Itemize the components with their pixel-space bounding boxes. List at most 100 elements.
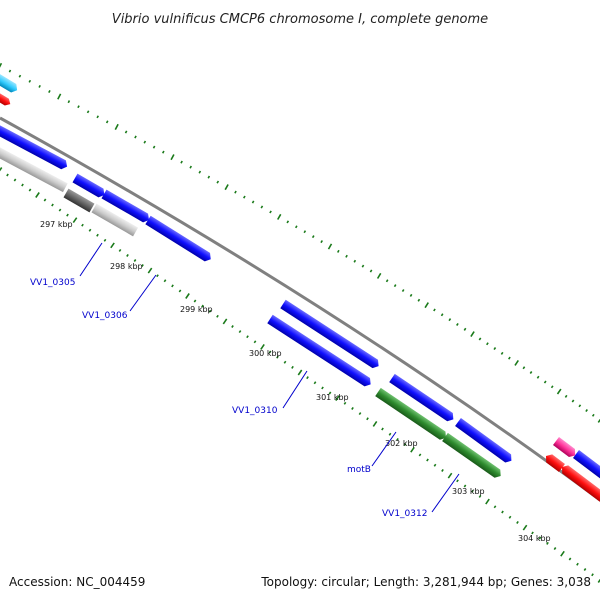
gene-label-vv1-0305[interactable]: VV1_0305 xyxy=(30,278,75,288)
tick-mark xyxy=(193,299,197,303)
tick-mark xyxy=(216,314,219,318)
tick-mark xyxy=(283,360,287,364)
leader-line xyxy=(129,274,157,312)
tick-mark xyxy=(343,401,347,405)
forward-cds-d[interactable] xyxy=(145,215,213,264)
tick-mark xyxy=(260,343,265,350)
tick-mark xyxy=(110,242,115,249)
tick-mark xyxy=(538,536,542,540)
kbp-label: 303 kbp xyxy=(452,487,485,496)
tick-mark xyxy=(403,443,407,447)
tick-mark xyxy=(297,369,303,376)
tick-mark xyxy=(313,381,317,385)
tick-mark xyxy=(208,309,212,313)
tick-mark xyxy=(291,365,294,369)
tick-mark xyxy=(96,115,100,119)
tick-mark xyxy=(351,406,354,410)
forward-cds-e[interactable] xyxy=(280,299,381,370)
tick-mark xyxy=(571,399,575,403)
tick-mark xyxy=(126,253,129,257)
tick-mark xyxy=(463,327,467,331)
tick-mark xyxy=(493,347,497,351)
tick-mark xyxy=(500,351,504,355)
pseudogene-light-a[interactable] xyxy=(0,142,68,193)
tick-mark xyxy=(388,432,392,436)
tick-mark xyxy=(522,366,526,370)
pseudogene-dark[interactable] xyxy=(63,188,95,213)
kbp-label: 302 kbp xyxy=(385,439,418,448)
tick-mark xyxy=(238,330,242,334)
leader-line xyxy=(431,473,460,513)
tick-mark xyxy=(401,289,405,293)
tick-mark xyxy=(143,140,147,144)
reverse-cds-right-b[interactable] xyxy=(559,463,600,508)
kbp-label: 299 kbp xyxy=(180,305,213,314)
tick-mark xyxy=(156,274,159,278)
tick-mark xyxy=(114,123,119,130)
pseudogene-light-b[interactable] xyxy=(91,203,139,237)
tick-mark xyxy=(478,494,482,498)
pink-feature[interactable] xyxy=(552,437,578,459)
tick-mark xyxy=(478,337,482,341)
tick-mark xyxy=(303,230,307,234)
tick-mark xyxy=(591,573,594,577)
tick-mark xyxy=(201,304,204,308)
tick-mark xyxy=(560,550,565,557)
tick-mark xyxy=(361,264,365,268)
tick-mark xyxy=(410,446,415,453)
forward-cds-f[interactable] xyxy=(267,314,373,389)
tick-mark xyxy=(376,272,382,279)
tick-mark xyxy=(597,578,600,583)
tick-mark xyxy=(58,208,62,212)
forward-cds-right[interactable] xyxy=(572,450,600,483)
tick-mark xyxy=(514,359,519,366)
tick-mark xyxy=(501,510,504,514)
gene-label-vv1-0306[interactable]: VV1_0306 xyxy=(82,311,128,321)
tick-mark xyxy=(433,308,436,312)
tick-mark xyxy=(198,170,202,174)
kbp-label: 298 kbp xyxy=(110,262,143,271)
tick-mark xyxy=(486,342,489,346)
tick-mark xyxy=(409,293,413,297)
tick-mark xyxy=(57,93,62,100)
forward-cds-b[interactable] xyxy=(72,173,107,200)
tick-mark xyxy=(345,254,348,258)
tick-mark xyxy=(396,437,399,441)
gene-label-vv1-0312[interactable]: VV1_0312 xyxy=(382,509,427,519)
tick-mark xyxy=(369,269,373,273)
tick-mark xyxy=(72,217,78,224)
forward-cds-c[interactable] xyxy=(101,189,152,225)
tick-mark xyxy=(6,173,9,177)
gene-label-motb[interactable]: motB xyxy=(347,465,371,475)
cyan-feature[interactable] xyxy=(0,70,20,95)
tick-mark xyxy=(28,79,32,83)
tick-mark xyxy=(381,427,384,431)
tick-mark xyxy=(277,213,282,220)
tick-mark xyxy=(141,264,144,268)
tick-mark xyxy=(336,249,340,253)
tick-mark xyxy=(67,100,71,104)
tick-mark xyxy=(440,313,444,317)
reverse-cds-right-a[interactable] xyxy=(543,452,565,473)
tick-mark xyxy=(433,463,437,467)
gene-label-vv1-0310[interactable]: VV1_0310 xyxy=(232,406,278,416)
forward-cds-g[interactable] xyxy=(389,373,456,424)
tick-mark xyxy=(251,200,255,204)
tick-mark xyxy=(448,318,452,322)
motB-cds[interactable] xyxy=(375,387,449,442)
inner-tick-ring xyxy=(0,167,600,583)
tick-mark xyxy=(543,380,547,384)
tick-mark xyxy=(170,154,175,161)
forward-cds-h[interactable] xyxy=(455,417,514,465)
red-feature-topleft[interactable] xyxy=(0,89,12,107)
tick-mark xyxy=(568,557,572,561)
tick-mark xyxy=(21,183,24,187)
tick-mark xyxy=(417,298,421,302)
tick-mark xyxy=(306,376,309,380)
forward-cds-a[interactable] xyxy=(0,120,69,171)
tick-mark xyxy=(578,404,582,408)
tick-mark xyxy=(48,90,51,93)
leader-line xyxy=(79,242,103,277)
green-cds-b[interactable] xyxy=(442,432,503,480)
tick-mark xyxy=(118,248,122,252)
